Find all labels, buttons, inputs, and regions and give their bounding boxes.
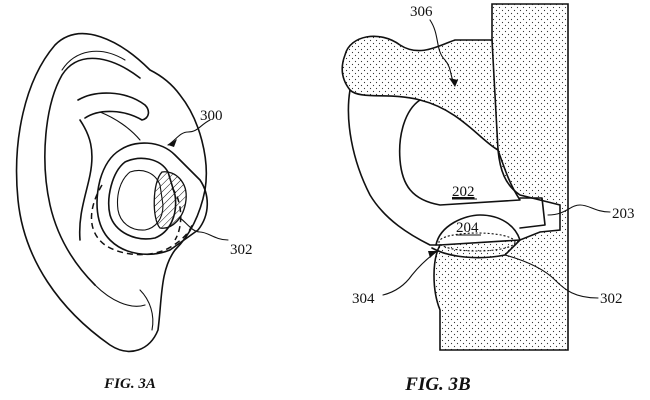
hatched-region-302: [153, 171, 187, 229]
fig-3b-cross-section: [341, 3, 611, 351]
upper-tissue: [341, 35, 499, 152]
label-203: 203: [612, 206, 635, 222]
leader-203: [547, 204, 611, 216]
leader-306: [429, 19, 456, 86]
fig-3a-ear-drawing: [15, 32, 229, 353]
leader-302-b: [504, 254, 599, 299]
leader-304: [382, 251, 437, 296]
label-304: 304: [352, 291, 375, 307]
caption-fig-3b: FIG. 3B: [404, 374, 470, 395]
tissue-wall: [433, 3, 569, 351]
label-306: 306: [410, 4, 433, 20]
label-302-b: 302: [600, 291, 623, 307]
leader-302-a: [179, 217, 229, 241]
caption-fig-3a: FIG. 3A: [103, 376, 156, 392]
label-300: 300: [200, 108, 223, 124]
label-202: 202: [452, 184, 475, 200]
label-302-a: 302: [230, 242, 253, 258]
label-204: 204: [456, 220, 479, 236]
leader-300: [167, 119, 211, 146]
